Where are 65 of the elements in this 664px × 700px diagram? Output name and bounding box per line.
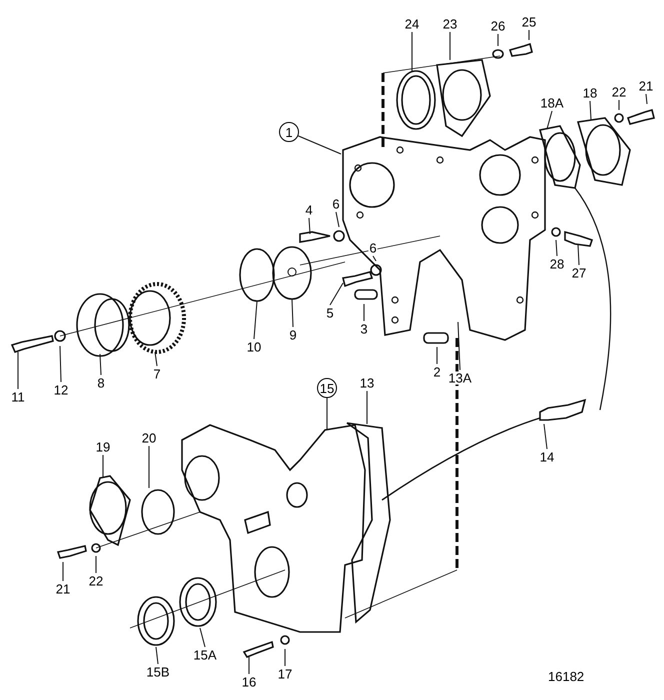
callout-number: 5 — [325, 306, 335, 320]
leader-line — [326, 398, 328, 430]
callout-number: 13 — [358, 376, 376, 390]
callout-number: 1 — [279, 122, 299, 142]
leader-line — [458, 322, 460, 370]
leader-line — [298, 135, 342, 154]
leader-line — [254, 300, 258, 340]
callout-number: 9 — [288, 328, 298, 342]
callout-number: 27 — [570, 266, 588, 280]
callout-number: 21 — [638, 80, 654, 92]
callout-number: 12 — [52, 384, 70, 396]
callout-number: 22 — [610, 86, 628, 98]
callout-number: 6 — [368, 242, 378, 254]
leader-line — [544, 424, 548, 450]
callout-number: 6 — [331, 198, 341, 210]
leader-line — [366, 390, 368, 424]
leader-line — [372, 256, 376, 262]
leader-line — [156, 646, 158, 664]
callout-number: 7 — [152, 368, 162, 380]
callout-number: 4 — [304, 204, 314, 216]
callout-number: 14 — [538, 450, 556, 464]
leader-line — [102, 454, 104, 478]
callout-number: 22 — [88, 574, 104, 588]
leader-line — [556, 240, 558, 256]
leader-line — [618, 100, 620, 110]
callout-number: 21 — [54, 582, 72, 596]
callout-number: 10 — [246, 340, 262, 354]
leader-line — [148, 446, 150, 488]
callout-number: 8 — [96, 376, 106, 390]
leader-line — [292, 298, 294, 328]
leader-line — [200, 628, 206, 648]
leader-line — [336, 212, 340, 228]
callout-number: 19 — [94, 440, 112, 454]
callout-number: 11 — [10, 390, 26, 404]
callout-number: 18A — [539, 96, 565, 110]
leader-line — [590, 100, 592, 120]
callout-number: 2 — [432, 366, 442, 378]
leader-line — [154, 352, 158, 366]
drawing-number: 16182 — [548, 670, 584, 683]
callout-number: 15 — [317, 378, 337, 398]
callout-number: 23 — [442, 18, 458, 30]
callout-number: 13A — [447, 372, 473, 384]
callout-number: 28 — [548, 258, 566, 270]
callout-number: 15B — [145, 666, 171, 678]
leader-line — [308, 218, 310, 234]
leader-line — [578, 244, 580, 266]
callout-number: 24 — [404, 18, 420, 30]
callout-number: 25 — [520, 16, 538, 28]
callout-number: 17 — [276, 668, 294, 680]
callout-number: 15A — [192, 648, 218, 662]
leader-line — [248, 656, 250, 674]
leader-line — [284, 648, 286, 666]
leader-line — [60, 346, 62, 382]
callout-number: 26 — [490, 20, 506, 32]
leader-line — [546, 110, 552, 130]
callout-number: 18 — [582, 86, 598, 100]
callout-number: 3 — [359, 322, 369, 336]
callout-number: 16 — [240, 676, 258, 688]
leader-line — [330, 282, 344, 306]
leader-line — [528, 30, 530, 40]
leader-line — [100, 354, 102, 376]
callout-number: 20 — [140, 432, 158, 444]
leader-line — [436, 346, 438, 364]
leader-line — [62, 562, 64, 582]
leader-line — [646, 94, 648, 104]
